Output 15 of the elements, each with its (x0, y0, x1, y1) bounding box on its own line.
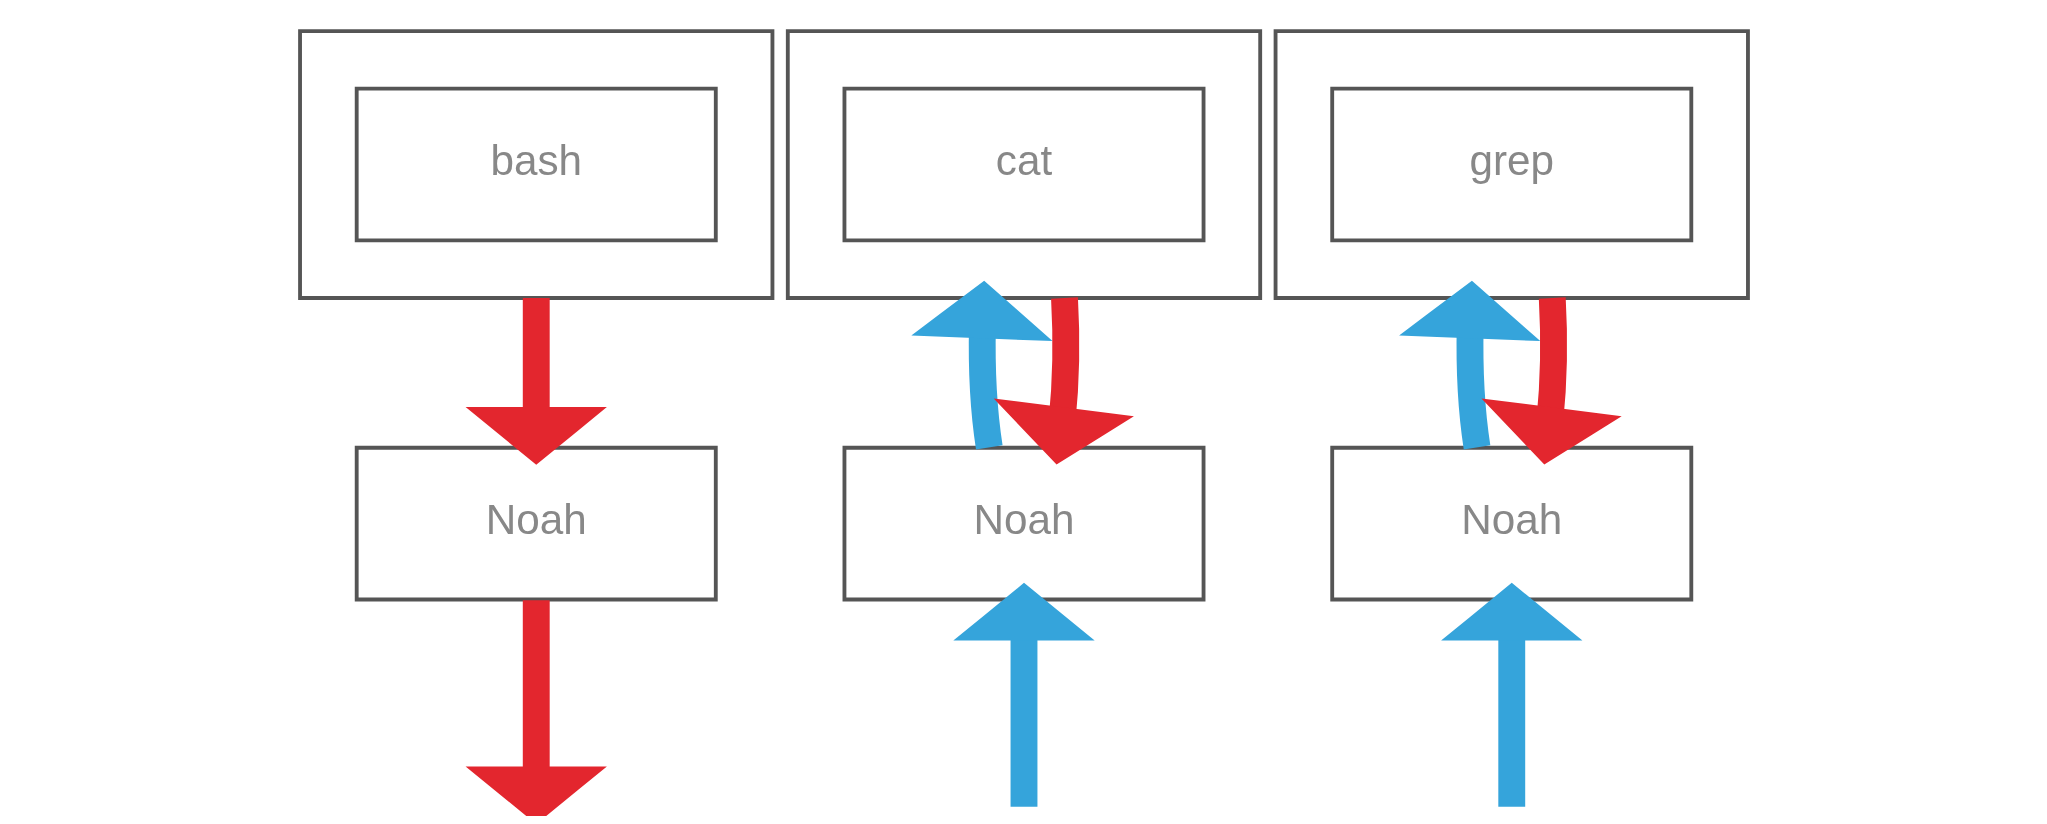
node-box: Noah (1329, 445, 1693, 602)
node-box: bash (354, 86, 718, 243)
node-box: cat (842, 86, 1205, 243)
arrow (1480, 297, 1622, 465)
node-box: Noah (842, 445, 1205, 602)
node-box: Noah (354, 445, 718, 602)
node-box: grep (1329, 86, 1693, 243)
cluster (297, 29, 774, 300)
arrow (465, 298, 607, 465)
arrow (465, 600, 607, 816)
cluster (1273, 29, 1750, 300)
arrow (1440, 582, 1582, 807)
cluster (785, 29, 1262, 300)
arrow (952, 582, 1095, 807)
arrow (993, 297, 1134, 465)
